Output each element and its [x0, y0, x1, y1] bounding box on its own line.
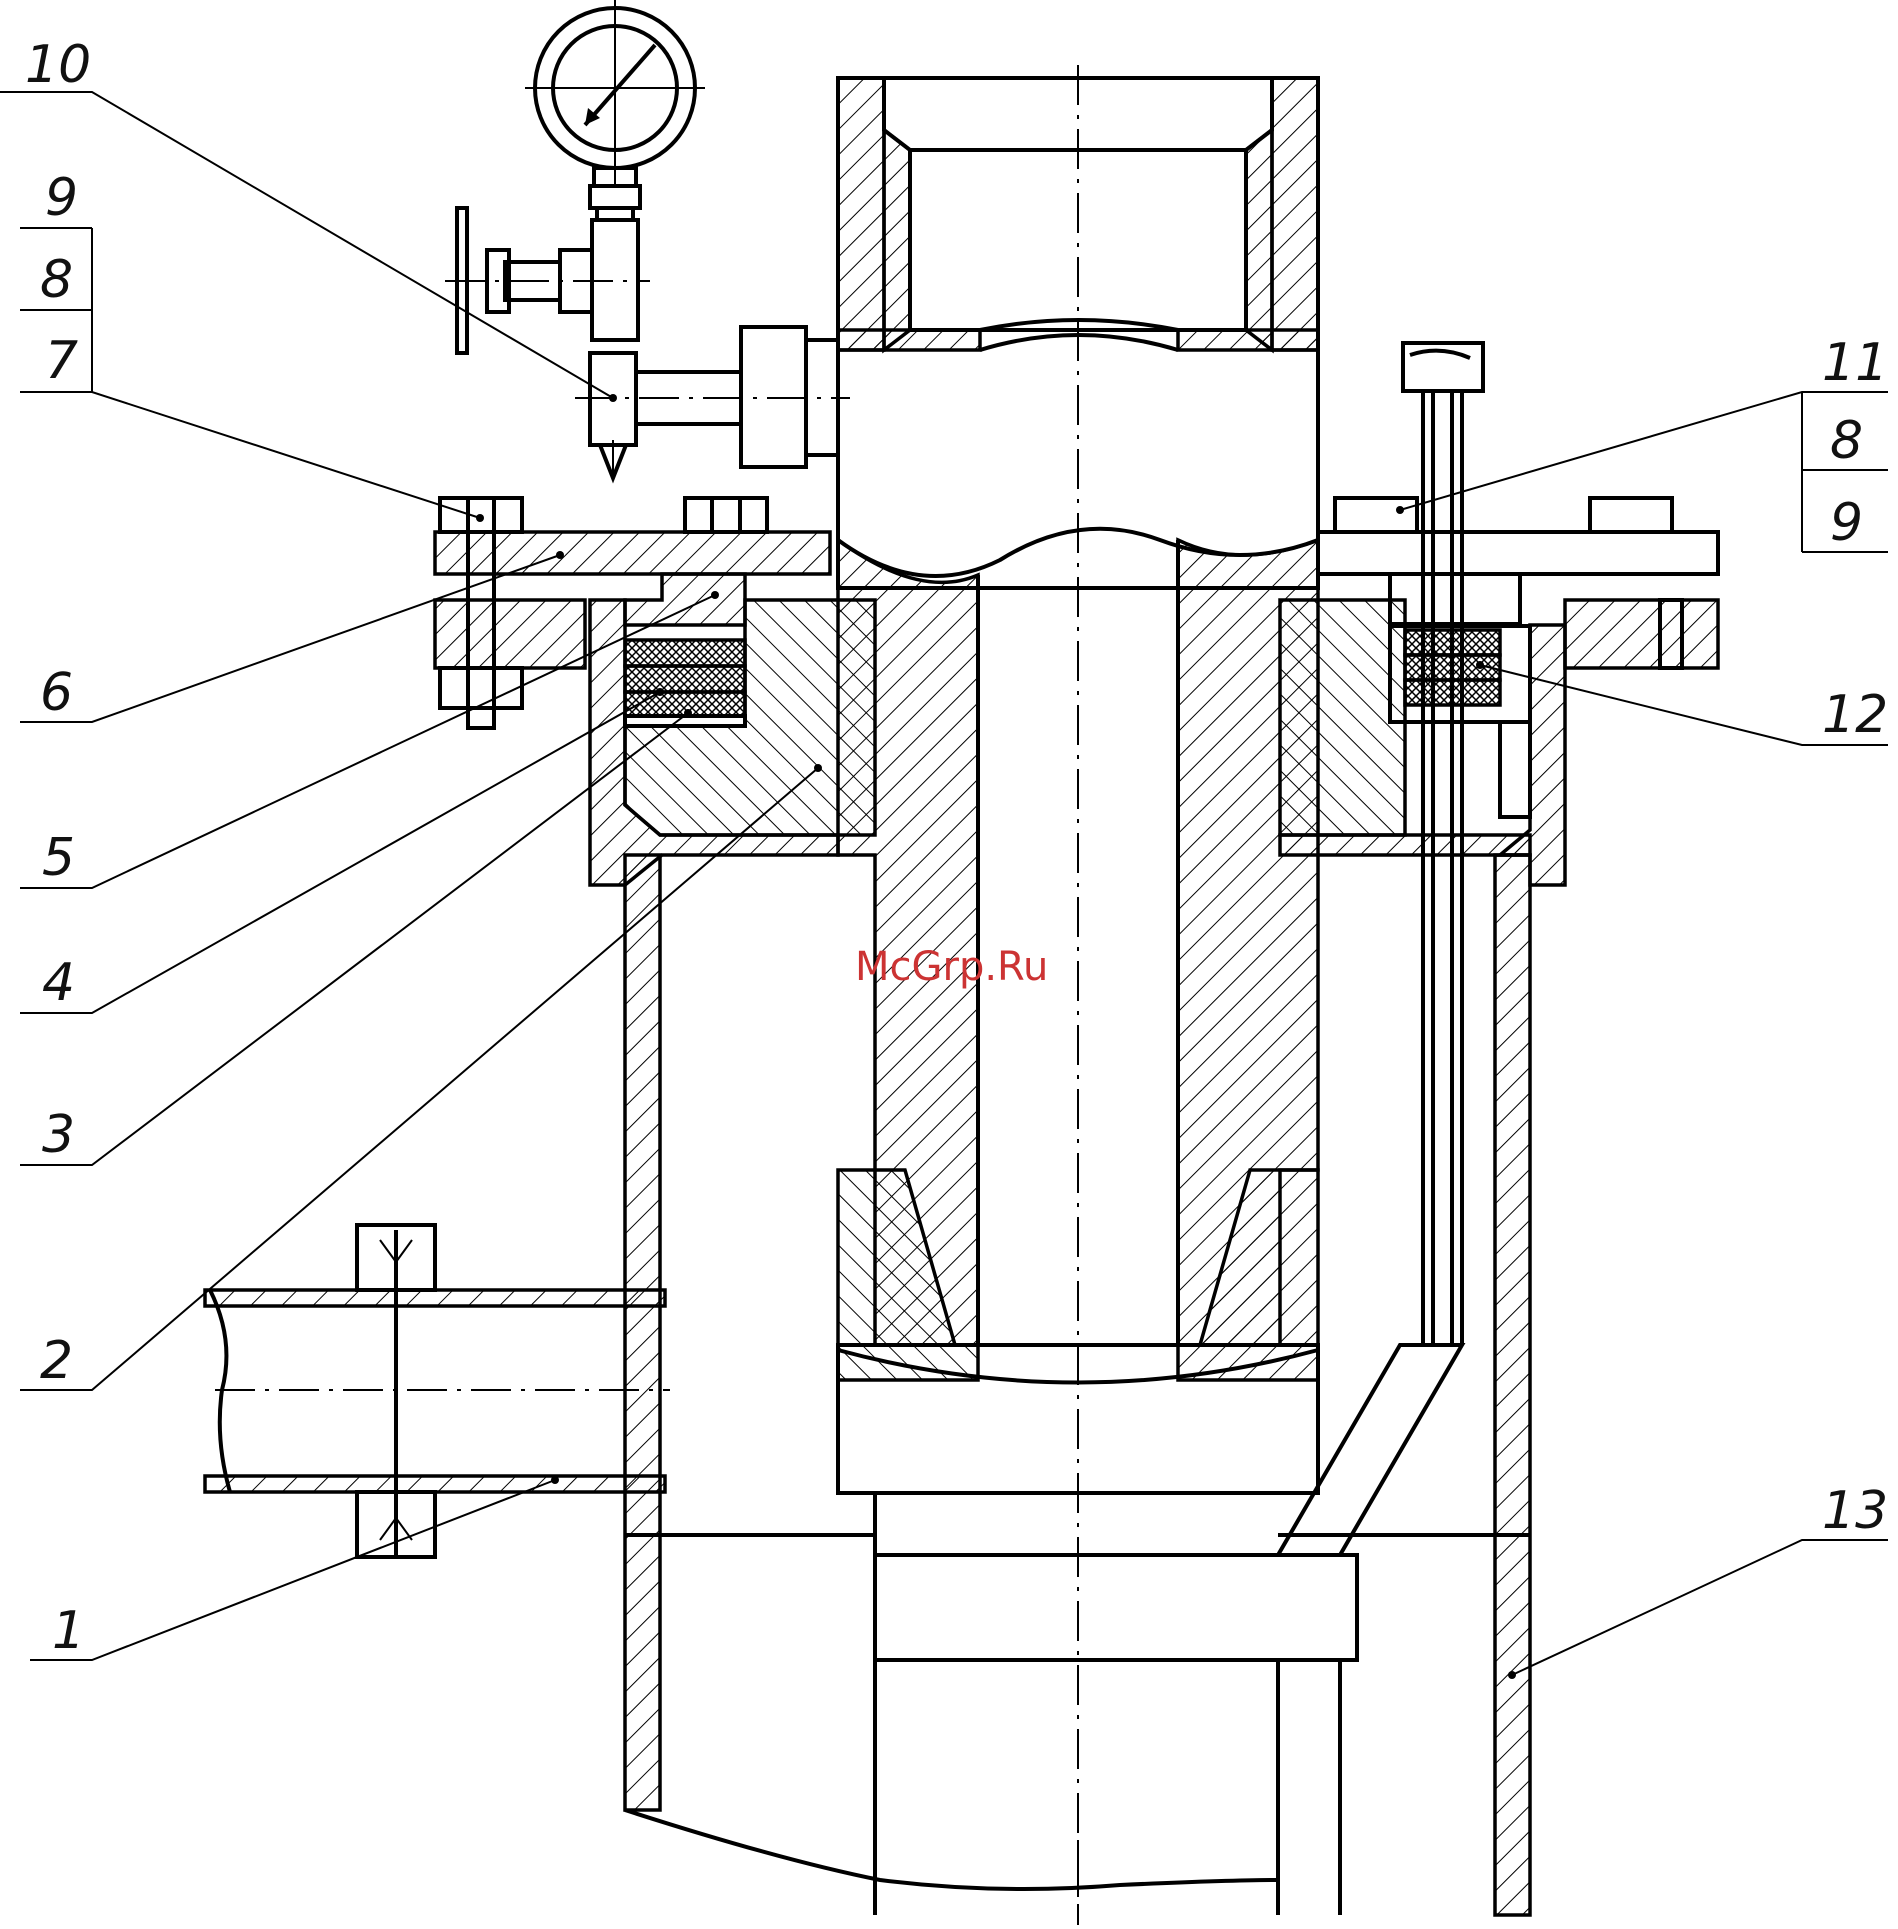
pressure-gauge: [525, 0, 705, 220]
side-pipe: [205, 1225, 670, 1557]
callout-9-right: 9: [1830, 493, 1863, 553]
callout-8-left: 8: [40, 250, 73, 310]
callout-6: 6: [40, 663, 73, 723]
callout-1: 1: [52, 1601, 85, 1661]
watermark: McGrp.Ru: [855, 944, 1048, 990]
callout-3: 3: [42, 1105, 75, 1165]
callout-4: 4: [42, 953, 75, 1013]
callout-11: 11: [1822, 333, 1888, 393]
callout-9-left: 9: [45, 168, 78, 228]
callout-7-left: 7: [45, 331, 78, 391]
callout-8-right: 8: [1830, 411, 1863, 471]
callout-10: 10: [25, 35, 91, 95]
callout-5: 5: [42, 828, 75, 888]
lower-section: [625, 1493, 1495, 1925]
callout-12: 12: [1822, 685, 1888, 745]
valve: [445, 208, 850, 478]
right-flange-assembly: [1280, 498, 1718, 1915]
callout-2: 2: [40, 1331, 73, 1391]
callout-13: 13: [1822, 1481, 1888, 1541]
